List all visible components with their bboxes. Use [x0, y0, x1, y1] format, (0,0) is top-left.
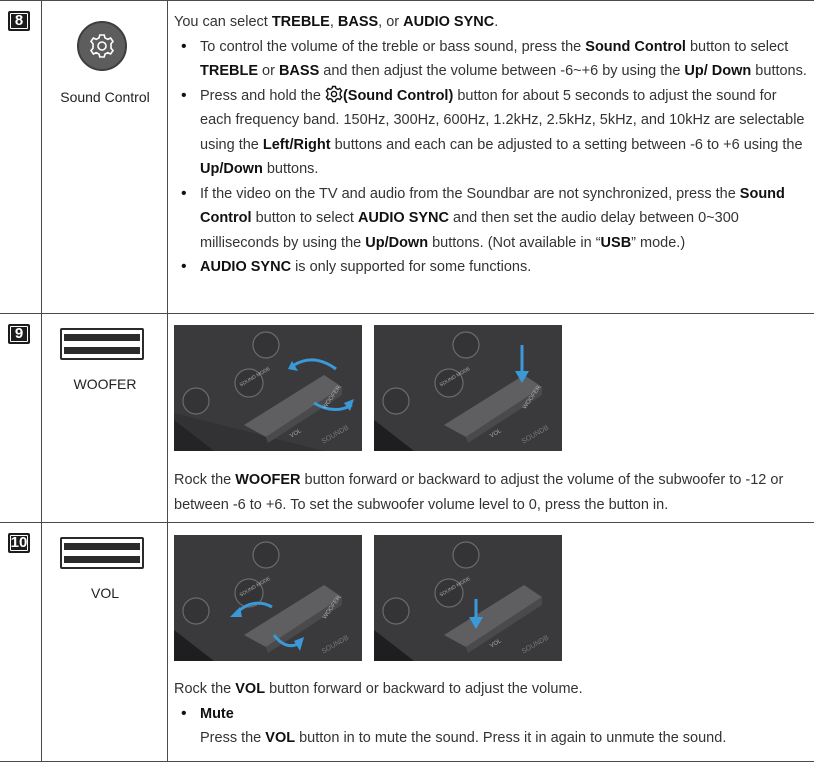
row-woofer: 9 WOOFER SOUND MODE WOOFER VOL	[0, 313, 814, 522]
sound-control-description: You can select TREBLE, BASS, or AUDIO SY…	[174, 10, 810, 280]
vol-label: VOL	[489, 638, 503, 650]
item-number-badge: 10	[8, 533, 30, 553]
intro-line: You can select TREBLE, BASS, or AUDIO SY…	[174, 14, 499, 30]
woofer-button-image	[60, 328, 144, 360]
list-item: AUDIO SYNC is only supported for some fu…	[174, 255, 810, 280]
list-item: To control the volume of the treble or b…	[174, 35, 810, 84]
vol-button-image	[60, 537, 144, 569]
row-sound-control: 8 Sound Control You can select TREBLE, B…	[0, 0, 814, 313]
vol-label: VOL	[489, 428, 503, 440]
list-item: Mute	[174, 702, 810, 727]
item-number-badge: 9	[8, 324, 30, 344]
item-name: WOOFER	[73, 376, 137, 392]
gear-icon	[325, 85, 343, 102]
item-number-badge: 8	[8, 11, 30, 31]
sound-control-button-image	[77, 21, 127, 71]
gear-icon	[89, 34, 115, 58]
vol-description: Rock the VOL button forward or backward …	[174, 677, 810, 751]
vol-press-photo: SOUND MODE VOL SOUNDB	[374, 535, 562, 661]
mute-description: Press the VOL button in to mute the soun…	[200, 730, 727, 746]
woofer-press-photo: SOUND MODE WOOFER VOL SOUNDB	[374, 325, 562, 451]
item-name: VOL	[90, 585, 119, 601]
list-item: If the video on the TV and audio from th…	[174, 182, 810, 256]
vol-rock-photo: SOUND MODE WOOFER SOUNDB	[174, 535, 362, 661]
vol-text: Rock the VOL button forward or backward …	[174, 681, 583, 697]
row-vol: 10 VOL SOUND MODE WOOFER SOUNDB	[0, 522, 814, 762]
item-name: Sound Control	[60, 89, 150, 105]
vol-label: VOL	[289, 428, 303, 440]
list-item: Press and hold the (Sound Control) butto…	[174, 84, 810, 182]
woofer-rock-photo: SOUND MODE WOOFER VOL SOUNDB	[174, 325, 362, 451]
woofer-description: Rock the WOOFER button forward or backwa…	[174, 472, 784, 513]
